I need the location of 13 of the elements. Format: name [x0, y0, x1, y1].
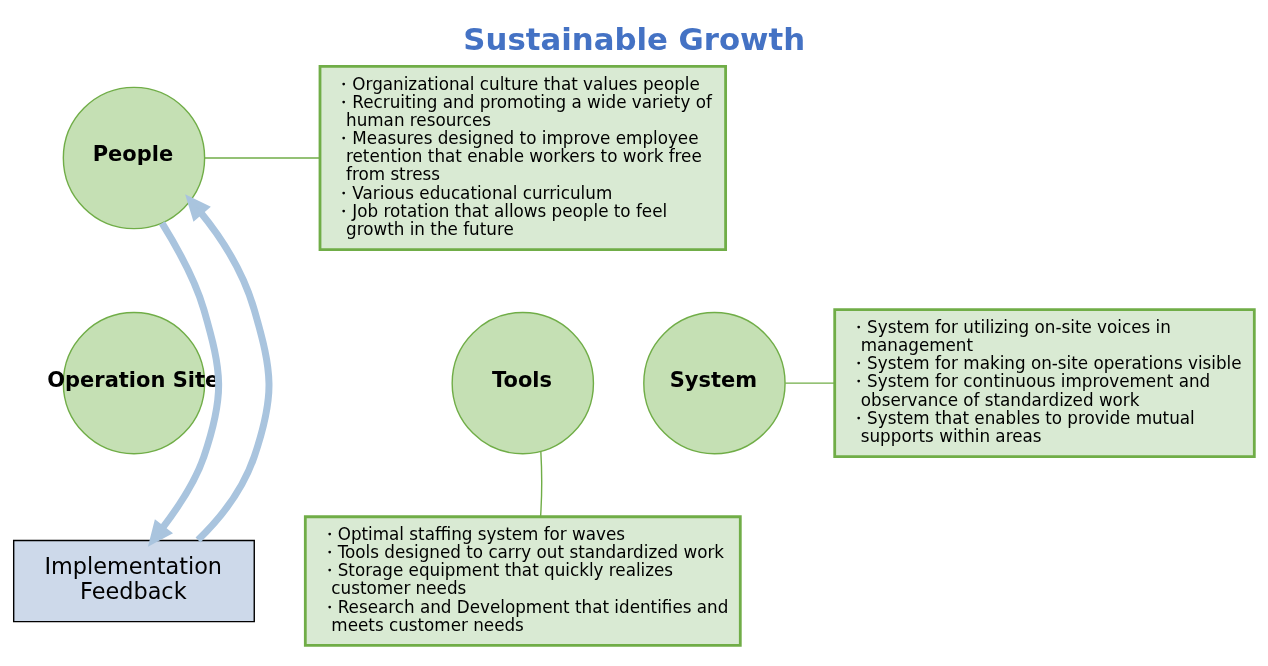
node-box: ・System for utilizing on-site voices in management ・System for making on-site operations visible ・System for continuous improvement and observance of standardized work ・System that enables to provide mutual supports within areas	[833, 307, 1256, 458]
node-box: Implementation Feedback	[13, 539, 255, 622]
arrow	[185, 193, 273, 542]
connector	[204, 156, 321, 159]
diagram-title: Sustainable Growth	[463, 20, 806, 57]
arrow	[147, 220, 223, 547]
connector	[539, 450, 543, 517]
node-circle: People	[62, 86, 206, 229]
node-circle: System	[643, 311, 786, 454]
node-box: ・Optimal staffing system for waves ・Tools designed to carry out standardized work ・Storage equipment that quickly realizes customer needs ・Research and Development that identifies and meets customer needs	[303, 514, 742, 647]
connector	[784, 381, 836, 384]
node-box: ・Organizational culture that values people ・Recruiting and promoting a wide variety of human resources ・Measures designed to improve employee retention that enable workers to work free from stress ・Various educational curriculum ・Job rotation that allows people to feel growth in the future	[318, 64, 727, 251]
node-circle: Tools	[451, 311, 595, 454]
